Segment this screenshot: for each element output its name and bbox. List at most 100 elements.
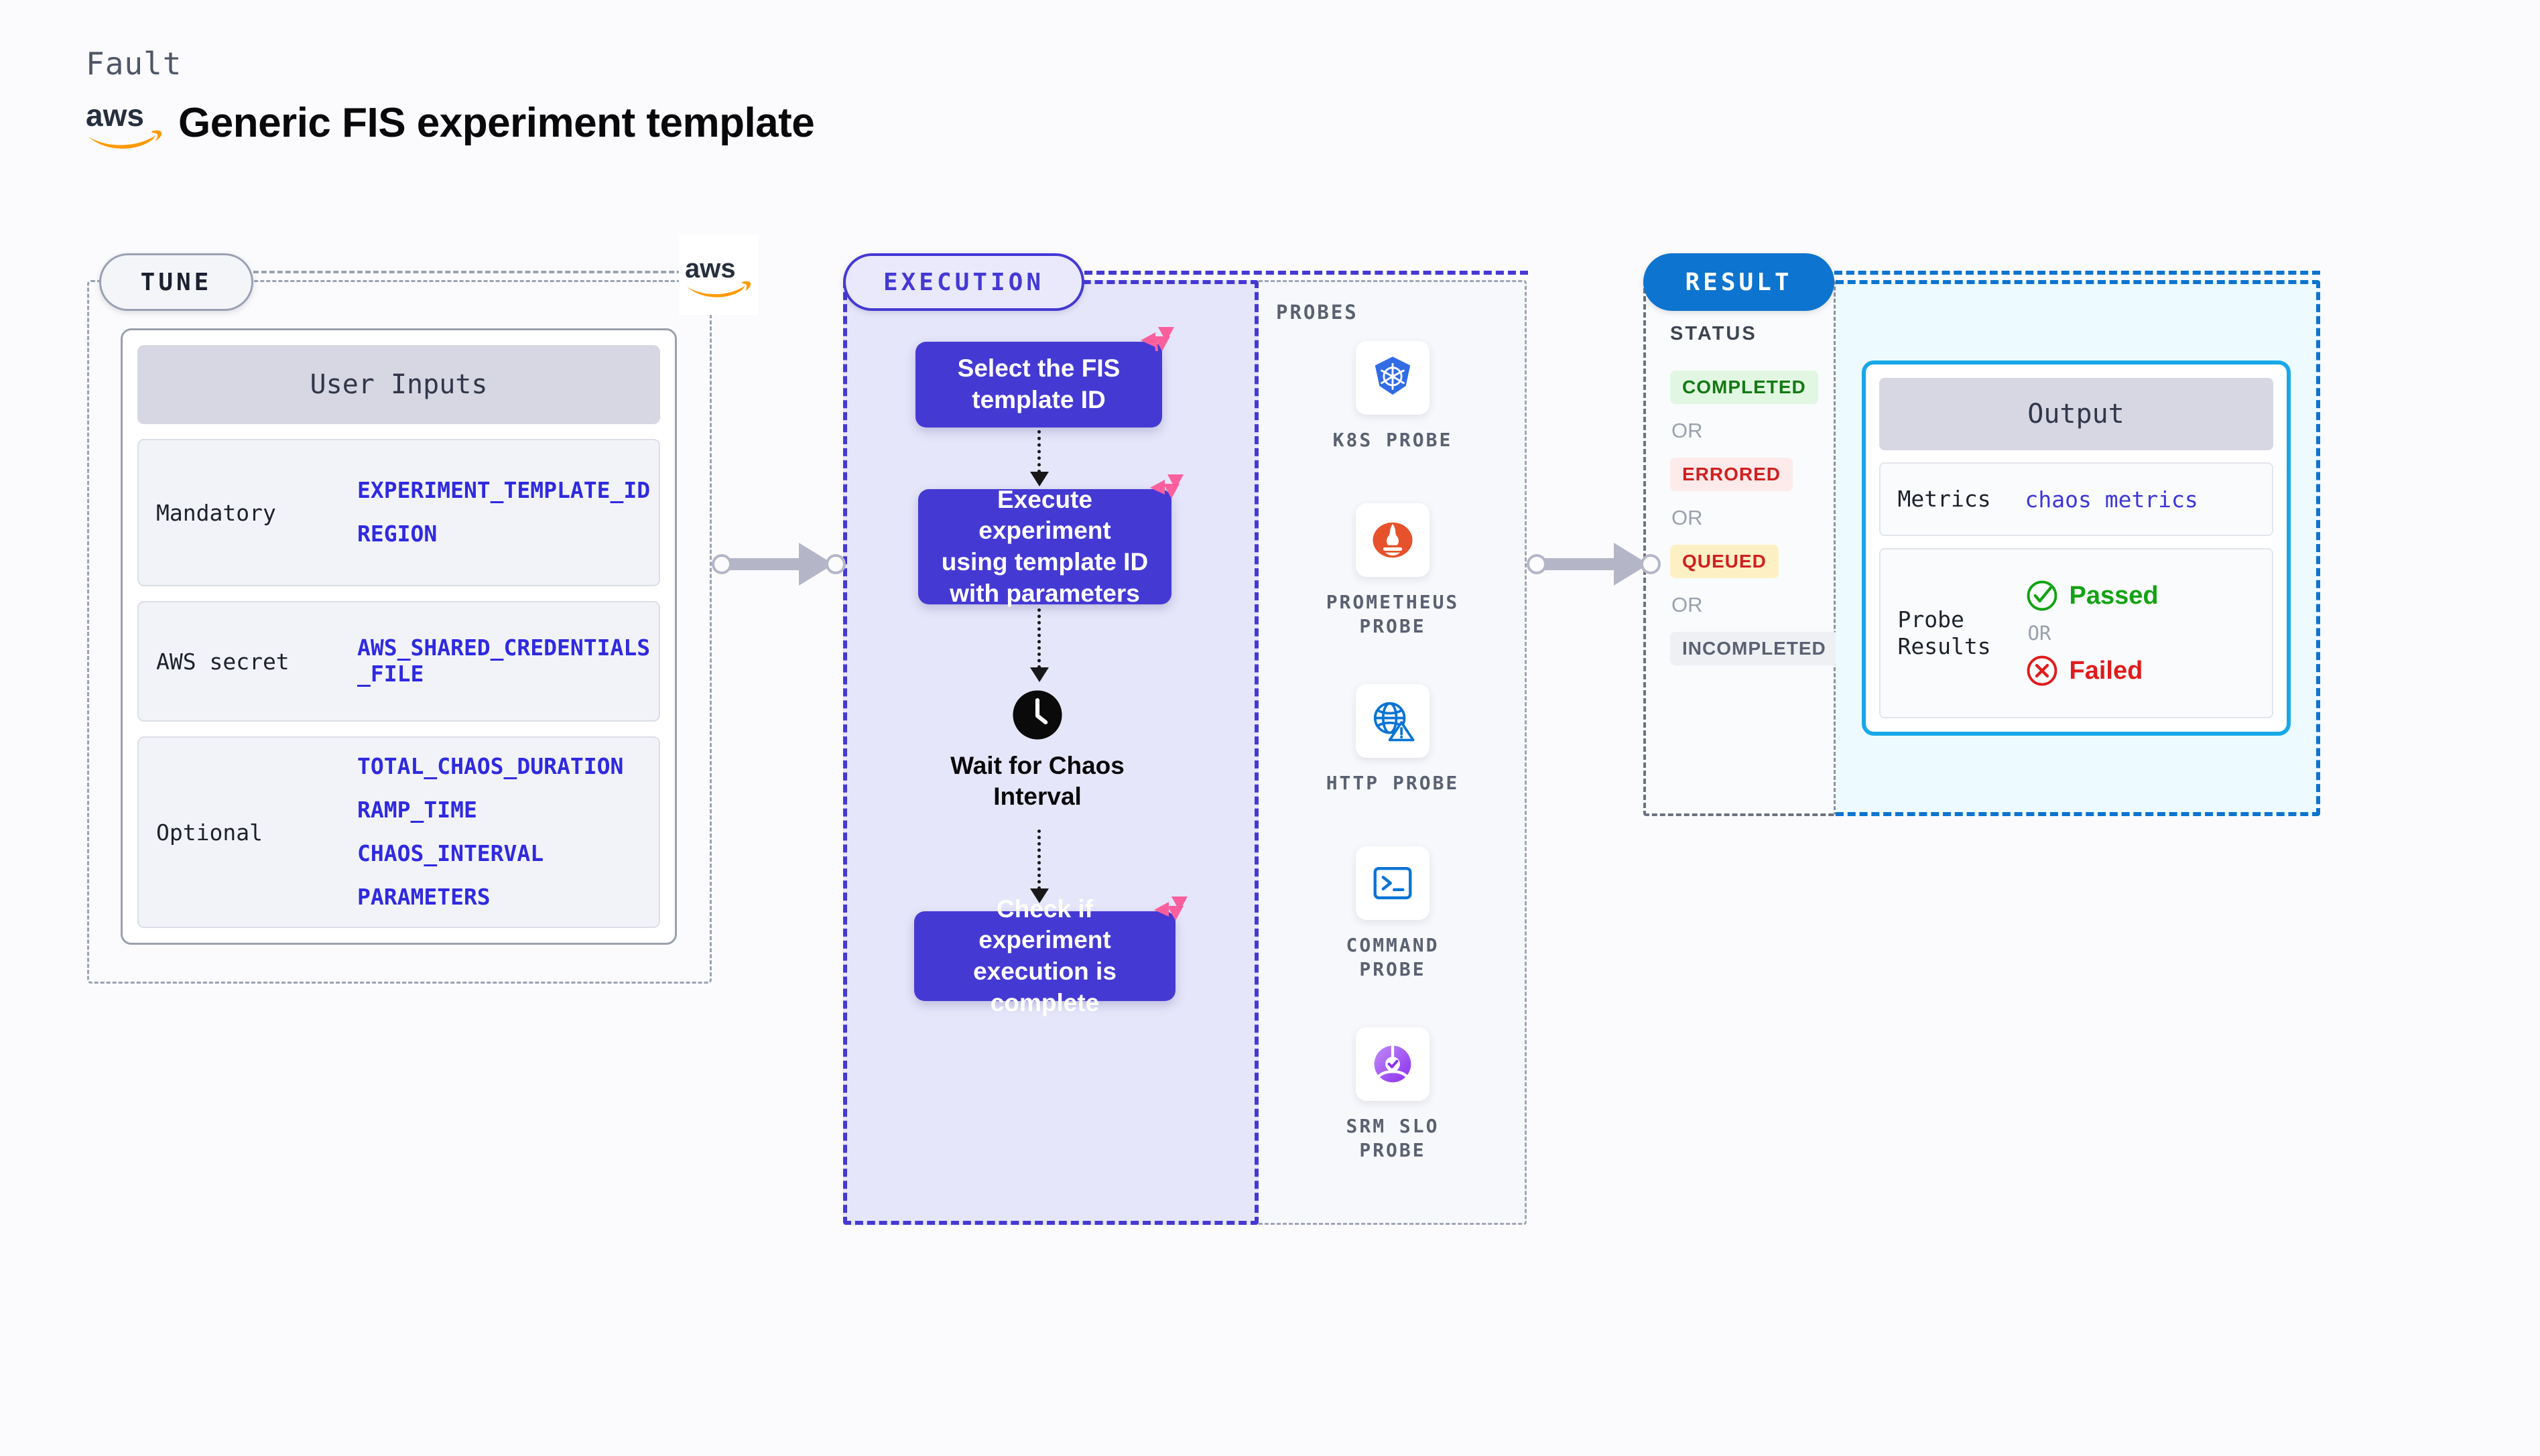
harness-corner-icon (1154, 897, 1188, 921)
execution-panel (843, 280, 1259, 1225)
output-row-label: Probe Results (1897, 606, 1991, 659)
input-value: CHAOS_INTERVAL (357, 840, 544, 866)
input-value: REGION (357, 521, 438, 547)
input-row-aws-secret: AWS secret AWS_SHARED_CREDENTIALS _FILE (137, 601, 660, 722)
globe-warning-icon (1373, 702, 1415, 742)
metrics-value[interactable]: chaos metrics (2025, 486, 2198, 513)
probe-label: K8S PROBE (1332, 429, 1453, 451)
verdict-failed: Failed (2025, 654, 2159, 687)
step-label: Check if experiment execution is complet… (973, 895, 1117, 1016)
probes-panel: PROBES (1259, 280, 1527, 1225)
connector-dot-end (826, 554, 846, 574)
verdict-label: Passed (2069, 581, 2159, 610)
aws-logo-icon: aws (685, 254, 751, 297)
status-badge-completed: COMPLETED (1670, 371, 1818, 404)
output-card: Output Metrics chaos metrics Probe Resul… (1861, 360, 2291, 736)
result-connector-line (1834, 271, 2320, 275)
probe-item-prometheus[interactable]: PROMETHEUS PROBE (1259, 503, 1527, 639)
probe-tile (1356, 1027, 1430, 1101)
connector-line (721, 558, 811, 570)
input-row-optional: Optional TOTAL_CHAOS_DURATION RAMP_TIME … (137, 736, 660, 928)
verdict-passed: Passed (2025, 579, 2159, 612)
verdict-or-label: OR (2027, 622, 2051, 645)
probe-label: SRM SLO PROBE (1346, 1115, 1440, 1162)
execution-step-select-template[interactable]: Select the FIS template ID (915, 327, 1174, 427)
input-value: RAMP_TIME (357, 797, 477, 823)
input-value: TOTAL_CHAOS_DURATION (357, 753, 624, 780)
probe-tile (1356, 341, 1430, 415)
aws-logo-icon: aws (86, 98, 162, 149)
wait-node-label: Wait for Chaos Interval (950, 752, 1125, 810)
status-badge-incompleted: INCOMPLETED (1670, 632, 1838, 665)
stage-badge-execution[interactable]: EXECUTION (843, 253, 1084, 311)
probe-item-http[interactable]: HTTP PROBE (1259, 684, 1527, 795)
harness-corner-icon (1150, 474, 1184, 499)
probe-label: HTTP PROBE (1326, 772, 1460, 794)
aws-logo-midline: aws (679, 235, 758, 315)
svg-text:aws: aws (685, 254, 736, 283)
execution-outer: PROBES (843, 280, 1527, 1225)
output-row-probe-results: Probe Results Passed OR (1879, 548, 2273, 718)
probe-tile (1356, 684, 1430, 758)
input-value: PARAMETERS (357, 883, 491, 910)
harness-corner-icon (1141, 327, 1174, 352)
execution-step-execute-experiment[interactable]: Execute experiment using template ID wit… (918, 474, 1184, 607)
connector-tune-to-execution (712, 543, 846, 586)
output-title: Output (1879, 378, 2273, 450)
probe-label: PROMETHEUS PROBE (1326, 591, 1460, 638)
input-row-mandatory: Mandatory EXPERIMENT_TEMPLATE_ID REGION (137, 439, 660, 586)
svg-text:aws: aws (86, 98, 144, 133)
status-badge-errored: ERRORED (1670, 458, 1793, 491)
stage-badge-tune[interactable]: TUNE (99, 253, 253, 311)
clock-icon (1013, 690, 1062, 740)
execution-connector-line (1084, 271, 1528, 275)
user-inputs-title: User Inputs (137, 345, 660, 424)
status-or-label: OR (1671, 419, 1703, 442)
result-outer: STATUS COMPLETED OR ERRORED OR QUEUED OR… (1643, 280, 2320, 816)
connector-dot-start (712, 554, 732, 574)
prometheus-icon (1373, 522, 1413, 558)
verdict-label: Failed (2069, 656, 2143, 685)
result-body: Output Metrics chaos metrics Probe Resul… (1836, 280, 2320, 816)
connector-dot-end (1641, 554, 1661, 574)
input-value: AWS_SHARED_CREDENTIALS _FILE (357, 635, 651, 687)
input-row-label: AWS secret (156, 648, 290, 675)
flow-arrow-1 (1030, 430, 1049, 486)
srm-slo-icon (1374, 1044, 1411, 1083)
terminal-icon (1373, 866, 1412, 900)
step-label: Execute experiment using template ID wit… (941, 485, 1149, 607)
step-label: Select the FIS template ID (957, 354, 1121, 413)
execution-step-check-complete[interactable]: Check if experiment execution is complet… (914, 895, 1188, 1016)
flow-arrow-2 (1030, 608, 1049, 682)
probe-tile (1356, 503, 1430, 577)
probe-tile (1356, 846, 1430, 920)
output-row-label: Metrics (1897, 485, 1991, 512)
probe-item-k8s[interactable]: K8S PROBE (1259, 341, 1527, 452)
probe-item-srm-slo[interactable]: SRM SLO PROBE (1259, 1027, 1527, 1163)
input-value: EXPERIMENT_TEMPLATE_ID (357, 477, 651, 504)
tune-panel (87, 280, 712, 984)
output-row-metrics: Metrics chaos metrics (1879, 462, 2273, 536)
stage-badge-result[interactable]: RESULT (1643, 253, 1834, 311)
kubernetes-icon (1375, 356, 1411, 395)
status-column: STATUS COMPLETED OR ERRORED OR QUEUED OR… (1643, 280, 1838, 816)
status-or-label: OR (1671, 506, 1703, 529)
status-column-title: STATUS (1670, 323, 1757, 344)
flow-arrow-3 (1030, 830, 1049, 903)
tune-connector-line (253, 271, 682, 273)
eyebrow-label: Fault (86, 46, 182, 82)
probes-title: PROBES (1276, 301, 1358, 324)
status-or-label: OR (1671, 593, 1703, 616)
connector-dot-start (1527, 554, 1547, 574)
page-title: Generic FIS experiment template (178, 99, 815, 146)
x-circle-icon (2027, 655, 2057, 686)
input-row-label: Mandatory (156, 499, 276, 526)
page-header: Fault aws Generic FIS experiment templat… (86, 46, 815, 149)
connector-line (1536, 558, 1626, 570)
probe-item-command[interactable]: COMMAND PROBE (1259, 846, 1527, 982)
probe-label: COMMAND PROBE (1346, 934, 1440, 981)
wait-for-chaos-interval-node: Wait for Chaos Interval (924, 689, 1151, 812)
connector-execution-to-result (1527, 543, 1661, 586)
user-inputs-card: User Inputs Mandatory EXPERIMENT_TEMPLAT… (121, 328, 677, 945)
